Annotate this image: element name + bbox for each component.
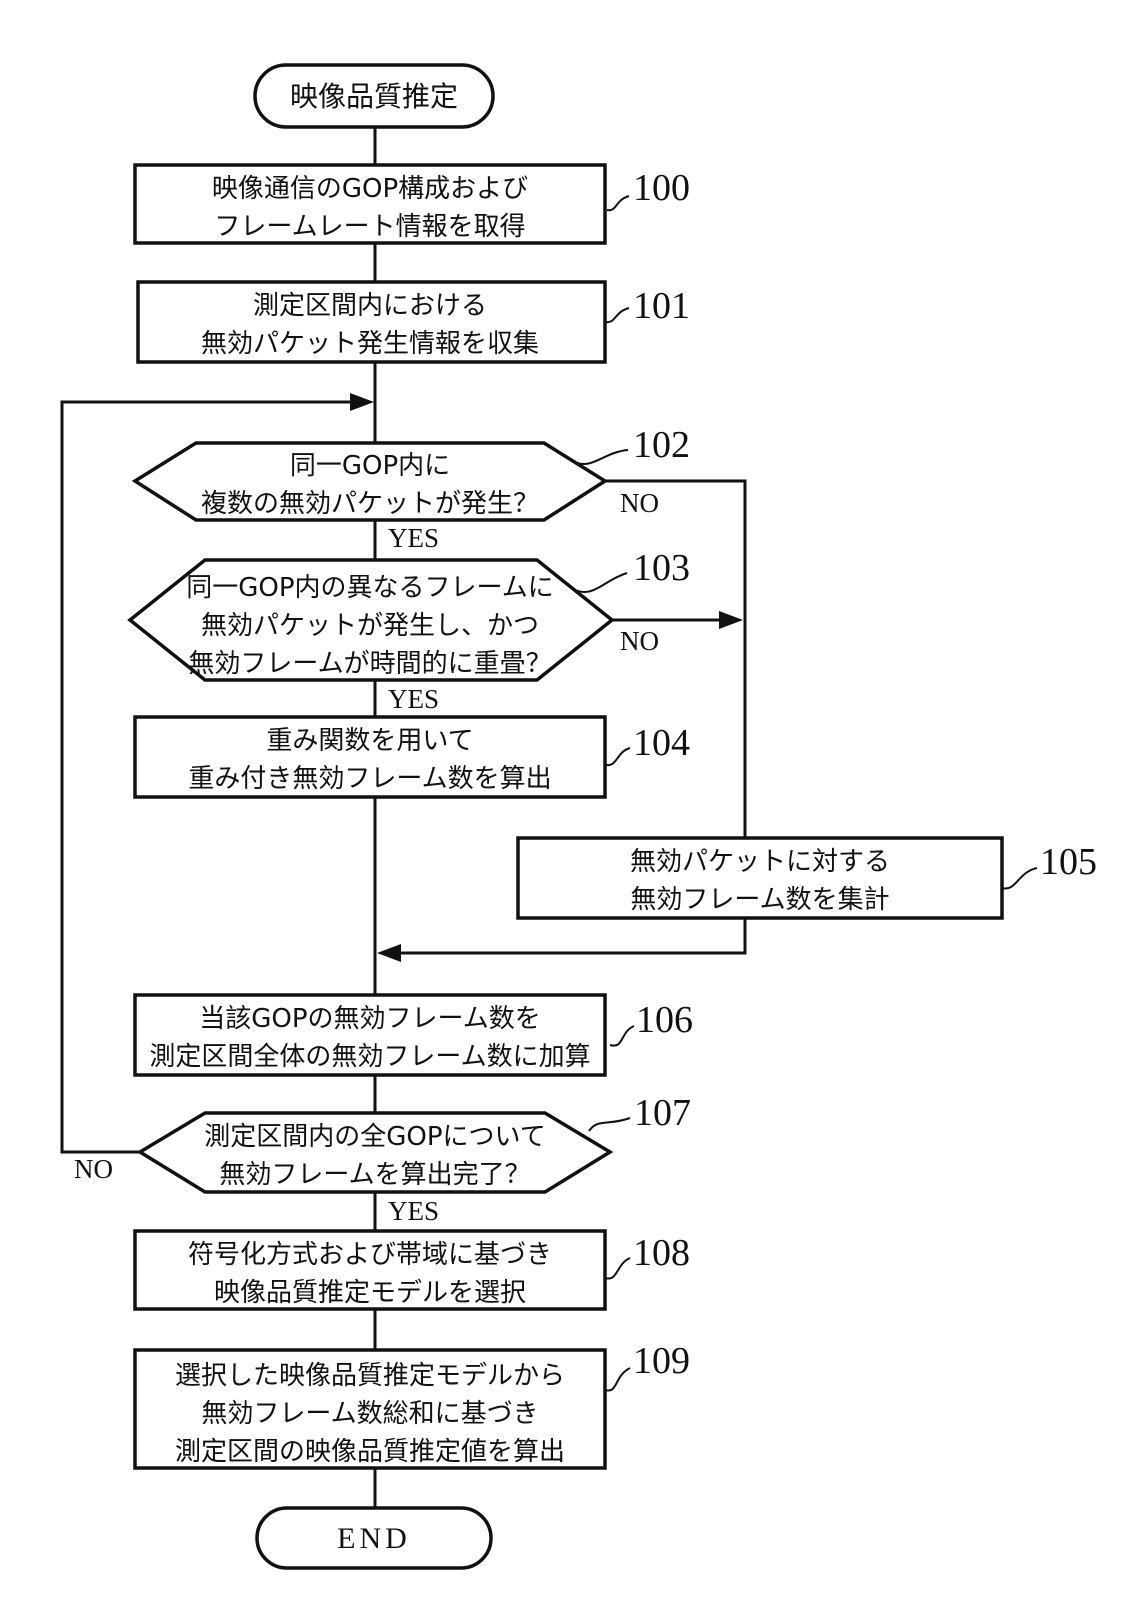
ref-label-100: 100 xyxy=(633,167,690,209)
process-box-109 xyxy=(133,1348,607,1470)
box-105-line2: 無効フレーム数を集計 xyxy=(630,885,889,915)
no-label-103: NO xyxy=(620,626,659,656)
box-101-line1: 測定区間内における xyxy=(253,291,487,321)
box-104-line1: 重み関数を用いて xyxy=(266,726,473,756)
end-terminal-label: END xyxy=(337,1522,411,1555)
process-box-108 xyxy=(133,1229,607,1311)
no-label-107: NO xyxy=(74,1154,113,1184)
hexagon-103-line2: 無効パケットが発生し、かつ xyxy=(201,611,539,641)
process-box-106 xyxy=(133,993,607,1077)
ref-label-105: 105 xyxy=(1040,841,1097,883)
box-105-line1: 無効パケットに対する xyxy=(630,847,890,877)
ref-leader-109 xyxy=(604,1367,631,1392)
ref-label-103: 103 xyxy=(633,547,690,589)
box-101-line2: 無効パケット発生情報を収集 xyxy=(201,329,539,359)
process-box-105 xyxy=(516,836,1004,920)
process-box-100 xyxy=(133,163,607,245)
hexagon-107-line2: 無効フレームを算出完了？ xyxy=(219,1160,530,1190)
ref-leader-107 xyxy=(588,1117,631,1132)
ref-leader-108 xyxy=(604,1257,631,1280)
ref-label-104: 104 xyxy=(633,722,690,764)
arrowhead-105-merge xyxy=(377,944,401,962)
decision-hexagon-107 xyxy=(136,1111,614,1194)
end-terminal xyxy=(255,1506,493,1570)
hexagon-103-line1: 同一GOP内の異なるフレームに xyxy=(186,573,554,603)
box-100-line1: 映像通信のGOP構成および xyxy=(212,174,528,204)
box-106-line1: 当該GOPの無効フレーム数を xyxy=(199,1004,541,1034)
connector-102-105-no xyxy=(605,479,747,838)
box-109-line1: 選択した映像品質推定モデルから xyxy=(175,1361,565,1391)
ref-label-106: 106 xyxy=(636,999,693,1041)
ref-label-109: 109 xyxy=(633,1340,690,1382)
process-box-101 xyxy=(136,280,607,364)
box-108-line1: 符号化方式および帯域に基づき xyxy=(188,1240,552,1270)
ref-leader-101 xyxy=(604,307,630,324)
ref-leader-100 xyxy=(606,195,630,212)
hexagon-103-line3: 無効フレームが時間的に重畳？ xyxy=(188,649,551,679)
hexagon-102-line2: 複数の無効パケットが発生？ xyxy=(201,489,539,519)
connector-107-loop-no xyxy=(60,400,350,1154)
decision-hexagon-103 xyxy=(127,558,615,682)
yes-label-103: YES xyxy=(388,684,439,714)
ref-leader-105 xyxy=(1001,867,1038,890)
yes-label-107: YES xyxy=(388,1196,439,1226)
connector-105-merge xyxy=(401,918,747,955)
ref-label-102: 102 xyxy=(633,424,690,466)
yes-label-102: YES xyxy=(388,523,439,553)
no-label-102: NO xyxy=(620,488,659,518)
start-terminal xyxy=(253,63,495,129)
box-109-line3: 測定区間の映像品質推定値を算出 xyxy=(175,1437,565,1467)
hexagon-107-line1: 測定区間内の全GOPについて xyxy=(204,1122,546,1152)
box-104-line2: 重み付き無効フレーム数を算出 xyxy=(188,764,551,794)
ref-leader-102 xyxy=(574,449,629,465)
box-100-line2: フレームレート情報を取得 xyxy=(214,212,525,242)
ref-leader-106 xyxy=(609,1025,635,1047)
ref-leader-103 xyxy=(574,572,628,593)
ref-label-107: 107 xyxy=(634,1092,691,1134)
box-106-line2: 測定区間全体の無効フレーム数に加算 xyxy=(149,1042,590,1072)
box-108-line2: 映像品質推定モデルを選択 xyxy=(214,1278,526,1308)
arrowhead-loop-merge xyxy=(350,393,374,411)
arrowhead-103-no xyxy=(719,611,743,629)
ref-label-108: 108 xyxy=(633,1232,690,1274)
ref-label-101: 101 xyxy=(633,285,690,327)
decision-hexagon-102 xyxy=(131,441,609,522)
process-box-104 xyxy=(133,715,607,799)
hexagon-102-line1: 同一GOP内に xyxy=(290,451,450,481)
ref-leader-104 xyxy=(604,747,631,767)
box-109-line2: 無効フレーム数総和に基づき xyxy=(201,1399,538,1429)
start-terminal-label: 映像品質推定 xyxy=(290,80,458,113)
